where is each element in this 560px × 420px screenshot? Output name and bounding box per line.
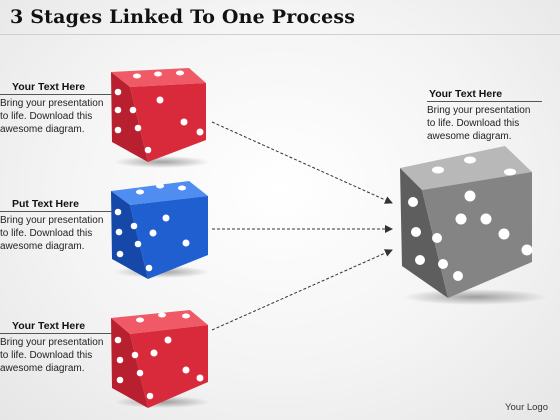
stage-3-heading: Your Text Here xyxy=(0,320,112,334)
red-dice-icon xyxy=(111,68,210,168)
stage-2-body: Bring your presentation to life. Downloa… xyxy=(0,215,104,252)
logo-text: Your Logo xyxy=(505,402,548,413)
red-dice-icon xyxy=(111,310,210,408)
result-heading: Your Text Here xyxy=(427,88,542,102)
stage-3-body: Bring your presentation to life. Downloa… xyxy=(0,337,104,374)
result-body: Bring your presentation to life. Downloa… xyxy=(427,105,531,142)
blue-dice-icon xyxy=(111,181,210,279)
stage-3-label: Your Text Here Bring your presentation t… xyxy=(0,320,112,375)
stage-1-body: Bring your presentation to life. Downloa… xyxy=(0,98,104,135)
gray-dice-icon xyxy=(400,146,547,305)
page-title: 3 Stages Linked To One Process xyxy=(10,6,356,28)
stage-2-heading: Put Text Here xyxy=(0,198,112,212)
stage-1-heading: Your Text Here xyxy=(0,81,112,95)
connector-arrow-1 xyxy=(211,121,393,204)
stage-1-label: Your Text Here Bring your presentation t… xyxy=(0,81,112,136)
title-divider xyxy=(0,34,560,35)
connector-arrow-3 xyxy=(211,249,393,331)
stage-2-label: Put Text Here Bring your presentation to… xyxy=(0,198,112,253)
result-label: Your Text Here Bring your presentation t… xyxy=(427,88,542,143)
